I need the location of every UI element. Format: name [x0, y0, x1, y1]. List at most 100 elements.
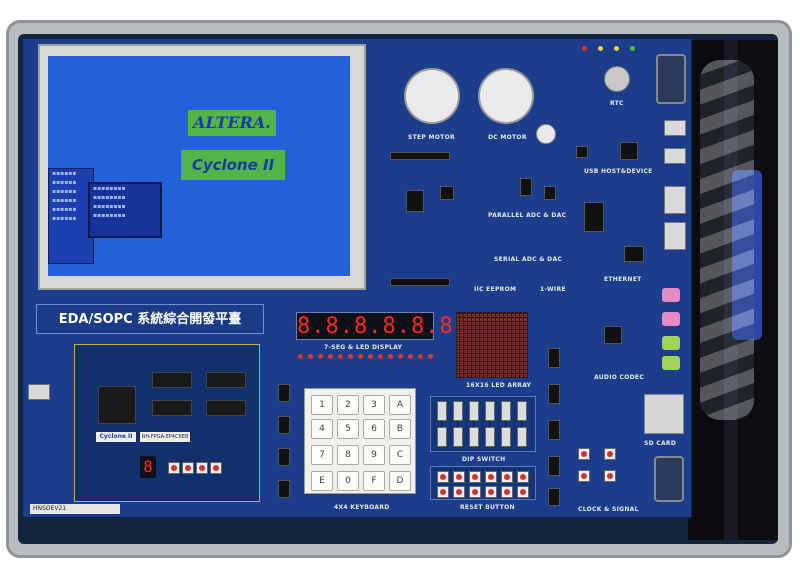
audio-codec-chip	[604, 326, 622, 344]
cyclone-logo: Cyclone II	[181, 150, 285, 180]
ic-chip	[548, 384, 560, 404]
key[interactable]: 4	[311, 419, 333, 439]
header-connector	[390, 152, 450, 160]
dip-switch[interactable]	[517, 427, 527, 447]
ethernet-label: ETHERNET	[604, 276, 642, 283]
fpga-button[interactable]	[168, 462, 180, 474]
fpga-button[interactable]	[196, 462, 208, 474]
key[interactable]: 7	[311, 445, 333, 465]
reset-button-block	[430, 466, 536, 500]
seven-segment-value: 8.8.8.8.8.8.8.8	[297, 314, 511, 339]
ic-chip	[544, 186, 556, 200]
dip-switch[interactable]	[453, 427, 463, 447]
key[interactable]: A	[389, 395, 411, 415]
ic-chip	[548, 420, 560, 440]
memory-chip	[206, 372, 246, 388]
reset-button[interactable]	[485, 471, 497, 483]
board-title: EDA/SOPC 系統綜合開發平臺	[36, 304, 264, 334]
header-connector	[390, 278, 450, 286]
dip-switch[interactable]	[485, 401, 495, 421]
key[interactable]: C	[389, 445, 411, 465]
led-array-label: 16X16 LED ARRAY	[466, 382, 532, 389]
reset-button[interactable]	[485, 486, 497, 498]
cable-bundle	[732, 170, 762, 340]
ic-chip	[548, 488, 560, 506]
ic-chip	[576, 146, 588, 158]
key[interactable]: 0	[337, 471, 359, 491]
potentiometer-knob[interactable]	[536, 124, 556, 144]
reset-button[interactable]	[517, 471, 529, 483]
model-plate: HNSOEV21	[30, 504, 120, 514]
audio-jack[interactable]	[662, 356, 680, 370]
fpga-label: Cyclone II	[96, 432, 136, 442]
audio-jack[interactable]	[662, 312, 680, 326]
audio-jack[interactable]	[662, 336, 680, 350]
clock-buttons	[574, 446, 644, 490]
key[interactable]: D	[389, 471, 411, 491]
status-leds	[576, 44, 636, 54]
ethernet-port[interactable]	[664, 186, 686, 214]
fpga-part-number: RH-FPGA-EP4C6E8	[140, 432, 190, 442]
reset-button[interactable]	[437, 471, 449, 483]
plastic-bag	[700, 60, 754, 420]
reset-button[interactable]	[453, 486, 465, 498]
reset-button[interactable]	[501, 471, 513, 483]
ic-chip	[278, 384, 290, 402]
memory-chip	[152, 400, 192, 416]
fpga-chip	[98, 386, 136, 424]
dip-switch[interactable]	[469, 401, 479, 421]
serial-adc-label: SERIAL ADC & DAC	[494, 256, 563, 263]
reset-button[interactable]	[501, 486, 513, 498]
led-dot-matrix-grid	[456, 312, 528, 378]
reset-button[interactable]	[517, 486, 529, 498]
key[interactable]: 6	[363, 419, 385, 439]
usb-port[interactable]	[28, 384, 50, 400]
usb-label: USB HOST&DEVICE	[584, 168, 653, 175]
dip-switch[interactable]	[517, 401, 527, 421]
fpga-button[interactable]	[210, 462, 222, 474]
ic-chip	[278, 416, 290, 434]
key[interactable]: 3	[363, 395, 385, 415]
dip-switch[interactable]	[437, 401, 447, 421]
usb-port[interactable]	[664, 148, 686, 164]
key[interactable]: F	[363, 471, 385, 491]
seven-segment-display: 8.8.8.8.8.8.8.8	[296, 312, 511, 340]
key[interactable]: 2	[337, 395, 359, 415]
dip-switch[interactable]	[437, 427, 447, 447]
key[interactable]: E	[311, 471, 333, 491]
key[interactable]: B	[389, 419, 411, 439]
audio-jack[interactable]	[662, 288, 680, 302]
dip-switch[interactable]	[501, 401, 511, 421]
reset-button[interactable]	[437, 486, 449, 498]
clock-button[interactable]	[604, 470, 616, 482]
ethernet-port[interactable]	[664, 222, 686, 250]
clock-button[interactable]	[604, 448, 616, 460]
key[interactable]: 8	[337, 445, 359, 465]
key[interactable]: 1	[311, 395, 333, 415]
memory-chip	[152, 372, 192, 388]
dip-switch[interactable]	[469, 427, 479, 447]
ic-chip	[278, 480, 290, 498]
dip-switch[interactable]	[501, 427, 511, 447]
dip-switch[interactable]	[485, 427, 495, 447]
key[interactable]: 9	[363, 445, 385, 465]
clock-button[interactable]	[578, 448, 590, 460]
ic-chip	[584, 202, 604, 232]
usb-port[interactable]	[664, 120, 686, 136]
fpga-button[interactable]	[182, 462, 194, 474]
clock-button[interactable]	[578, 470, 590, 482]
reset-button[interactable]	[469, 486, 481, 498]
ic-chip	[548, 456, 560, 476]
dip-switch[interactable]	[453, 401, 463, 421]
reset-button[interactable]	[469, 471, 481, 483]
step-motor-label: STEP MOTOR	[408, 134, 455, 141]
ic-chip	[520, 178, 532, 196]
usb-controller-chip	[620, 142, 638, 160]
ic-chip	[406, 190, 424, 212]
one-wire-label: 1-WIRE	[540, 286, 566, 293]
reset-button[interactable]	[453, 471, 465, 483]
serial-connector[interactable]	[654, 456, 684, 502]
key[interactable]: 5	[337, 419, 359, 439]
sd-card-slot[interactable]	[644, 394, 684, 434]
vga-connector[interactable]	[656, 54, 686, 104]
